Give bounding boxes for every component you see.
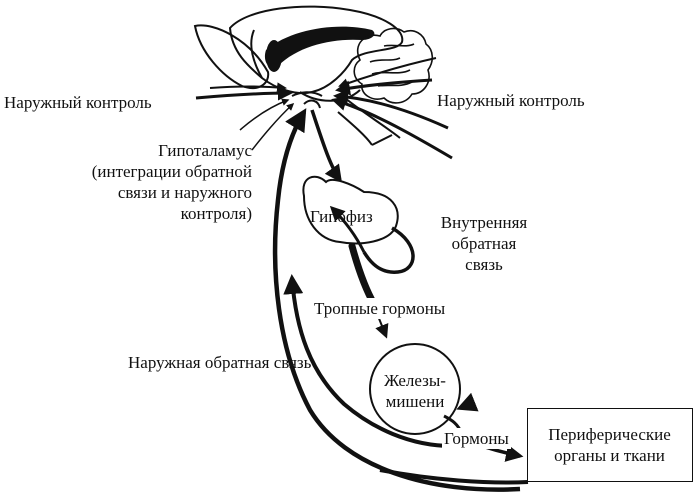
external-feedback-curve-inner [283, 274, 453, 448]
hypothalamus-pituitary-arrow [310, 109, 343, 183]
hypothalamus-line-1: Гипоталамус [158, 141, 252, 160]
hypothalamus-line-2: (интеграции обратной [91, 162, 252, 181]
peripheral-organs-box: Периферические органы и ткани [527, 408, 693, 482]
external-feedback-curve-outer [272, 108, 521, 492]
feedback-to-gland-arrow [456, 392, 479, 412]
hypothalamus-label: Гипоталамус (интеграции обратной связи и… [30, 140, 252, 224]
hypothalamus-line-3: связи и наружного [117, 183, 252, 202]
corpus-callosum-icon [264, 26, 375, 72]
target-glands-label: Железы- мишени [368, 370, 462, 412]
external-feedback-label: Наружная обратная связь [128, 353, 312, 372]
internal-feedback-line-2: обратная [451, 234, 517, 253]
brainstem-icon [337, 97, 401, 146]
target-glands-circle [369, 343, 461, 435]
pituitary-label: Гипофиз [310, 207, 373, 226]
hypothalamus-line-4: контроля) [180, 204, 252, 223]
external-control-right-label: Наружный контроль [437, 91, 585, 110]
cerebellum-icon [353, 27, 434, 104]
pituitary-icon [302, 175, 399, 245]
external-control-right-arrows [331, 57, 453, 160]
target-glands-line-1: Железы- [384, 371, 446, 390]
external-control-left-label: Наружный контроль [4, 93, 152, 112]
internal-feedback-line-1: Внутренняя [440, 213, 528, 232]
peripheral-line-2: органы и ткани [554, 446, 665, 465]
lower-flow-curve [379, 468, 529, 485]
internal-feedback-line-3: связь [465, 255, 503, 274]
tropic-hormones-thick [348, 242, 378, 308]
tropic-hormones-label: Тропные гормоны [312, 298, 448, 319]
target-glands-line-2: мишени [385, 392, 445, 411]
internal-feedback-loop [362, 226, 415, 274]
tropic-hormones-arrow [375, 315, 389, 339]
internal-feedback-label: Внутренняя обратная связь [424, 212, 544, 275]
internal-feedback-arrow [329, 205, 366, 253]
peripheral-line-1: Периферические [548, 425, 671, 444]
hormones-label: Гормоны [442, 428, 511, 449]
external-control-left-arrows [195, 82, 295, 151]
hypothalamus-icon [291, 91, 323, 109]
